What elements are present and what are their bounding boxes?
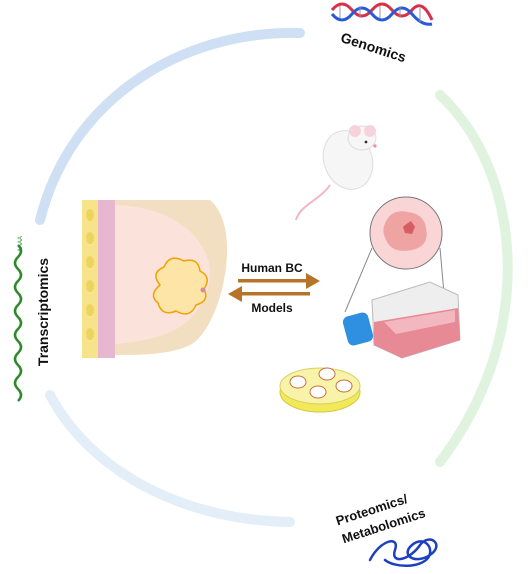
right-arrow (238, 273, 320, 289)
human-bc-label: Human BC (241, 261, 303, 275)
ring-segment-right (435, 90, 513, 467)
left-arrow (228, 286, 310, 302)
organoid-zoom (344, 196, 446, 313)
ring-segment-bottom (45, 390, 295, 527)
mouse-icon (295, 125, 377, 221)
transcriptomics-label: Transcriptomics (35, 258, 51, 366)
svg-text:AAAA: AAAA (18, 236, 24, 252)
genomics-label: Genomics (339, 29, 409, 65)
dna-helix-icon (330, 2, 434, 26)
ring-segment-top (35, 27, 305, 225)
culture-flask (342, 281, 461, 359)
petri-dish (279, 367, 361, 413)
protein-squiggle-icon (368, 538, 438, 567)
models-label: Models (251, 301, 293, 315)
breast-illustration (82, 200, 228, 358)
rna-wave-icon: AAAA (13, 236, 24, 402)
